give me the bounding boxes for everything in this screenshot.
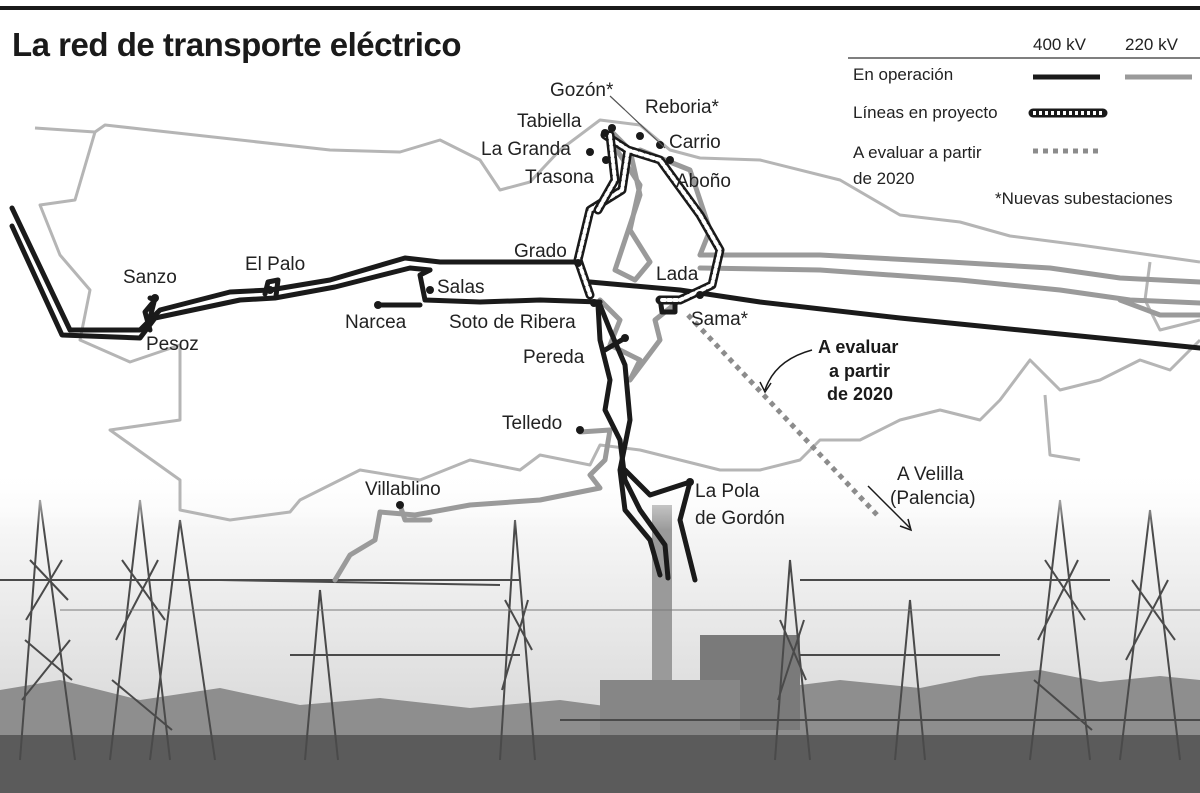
label-pesoz: Pesoz	[146, 334, 199, 355]
annotation-evaluate-2: a partir	[829, 361, 890, 381]
label-la-pola-1: La Pola	[695, 481, 760, 502]
annotation-velilla-1: A Velilla	[897, 464, 964, 485]
label-sanzo: Sanzo	[123, 267, 177, 288]
substation-pereda	[621, 334, 629, 342]
substation-gozon	[601, 129, 609, 137]
line-400-elpalo	[262, 277, 281, 299]
page-title: La red de transporte eléctrico	[12, 26, 461, 63]
label-carrio: Carrio	[669, 132, 721, 153]
substation-pesoz	[146, 316, 154, 324]
substation-trasona	[602, 156, 610, 164]
legend-col-220: 220 kV	[1125, 35, 1179, 54]
annotation-evaluate: A evaluar a partir de 2020	[759, 337, 898, 404]
top-rule	[0, 6, 1200, 10]
label-soto: Soto de Ribera	[449, 312, 576, 333]
substation-telledo	[576, 426, 584, 434]
legend-evaluate-1: A evaluar a partir	[853, 143, 982, 162]
label-villablino: Villablino	[365, 479, 441, 500]
label-lada: Lada	[656, 264, 699, 285]
line-220-north-loop	[607, 127, 653, 283]
substation-reboria	[636, 132, 644, 140]
line-400-salas	[417, 267, 603, 305]
legend-in-project: Líneas en proyecto	[853, 103, 998, 122]
legend-new-substations-note: *Nuevas subestaciones	[995, 189, 1173, 208]
substation-la-granda	[586, 148, 594, 156]
line-400-sanzo	[142, 295, 158, 333]
background-photo	[0, 470, 1200, 793]
velilla-arrow	[867, 485, 911, 529]
legend-in-operation: En operación	[853, 65, 953, 84]
line-220-telledo	[332, 427, 613, 583]
line-220-south	[597, 297, 683, 383]
label-la-granda: La Granda	[481, 139, 571, 160]
evaluate-line	[686, 313, 882, 520]
project-lines	[573, 130, 725, 305]
label-pereda: Pereda	[523, 347, 585, 368]
substation-abono	[666, 156, 674, 164]
substations	[146, 124, 704, 509]
annotation-arrow	[764, 349, 813, 391]
line-400-east	[587, 279, 1200, 351]
line-220-villablino	[397, 502, 433, 523]
substation-soto	[590, 299, 598, 307]
legend: 400 kV 220 kV En operación Líneas en pro…	[848, 35, 1200, 208]
ground	[0, 735, 1200, 793]
label-reboria: Reboria*	[645, 97, 720, 118]
annotation-evaluate-3: de 2020	[827, 384, 893, 404]
legend-evaluate-2: de 2020	[853, 169, 914, 188]
line-400-west-outer	[9, 205, 583, 333]
substation-grado	[574, 259, 582, 267]
label-leaders	[609, 95, 666, 149]
substation-el-palo	[266, 286, 274, 294]
line-220-east-1	[697, 252, 1200, 285]
substation-sanzo	[151, 294, 159, 302]
label-la-pola-2: de Gordón	[695, 508, 785, 529]
substation-carrio	[656, 141, 664, 149]
label-tabiella: Tabiella	[517, 111, 582, 132]
line-220-north-east	[637, 147, 713, 258]
label-narcea: Narcea	[345, 312, 407, 333]
substation-la-pola	[686, 478, 694, 486]
power-plant-hall	[600, 680, 740, 735]
label-trasona: Trasona	[525, 167, 594, 188]
label-el-palo: El Palo	[245, 254, 305, 275]
substation-narcea	[374, 301, 382, 309]
legend-col-400: 400 kV	[1033, 35, 1087, 54]
label-abono: Aboño	[676, 171, 731, 192]
line-400-south-b	[597, 302, 663, 578]
pylons	[0, 499, 1200, 761]
lines-220kv	[332, 127, 1200, 583]
substation-tabiella	[608, 124, 616, 132]
substation-villablino	[396, 501, 404, 509]
annotation-evaluate-1: A evaluar	[818, 337, 898, 357]
label-salas: Salas	[437, 277, 485, 298]
annotation-velilla-2: (Palencia)	[890, 488, 976, 509]
place-labels: Gozón* Reboria* Tabiella Carrio La Grand…	[123, 80, 785, 529]
substation-salas	[426, 286, 434, 294]
line-400-lapola	[622, 467, 698, 583]
substation-lada	[696, 291, 704, 299]
label-gozon: Gozón*	[550, 80, 614, 101]
line-400-south-a	[595, 302, 671, 581]
label-telledo: Telledo	[502, 413, 562, 434]
line-220-east-2	[697, 265, 1200, 306]
label-grado: Grado	[514, 241, 567, 262]
annotation-velilla: A Velilla (Palencia)	[867, 464, 976, 532]
label-sama: Sama*	[691, 309, 749, 330]
line-400-west-inner	[9, 223, 433, 341]
lines-400kv	[9, 205, 1200, 583]
line-220-east-3	[1117, 297, 1200, 318]
